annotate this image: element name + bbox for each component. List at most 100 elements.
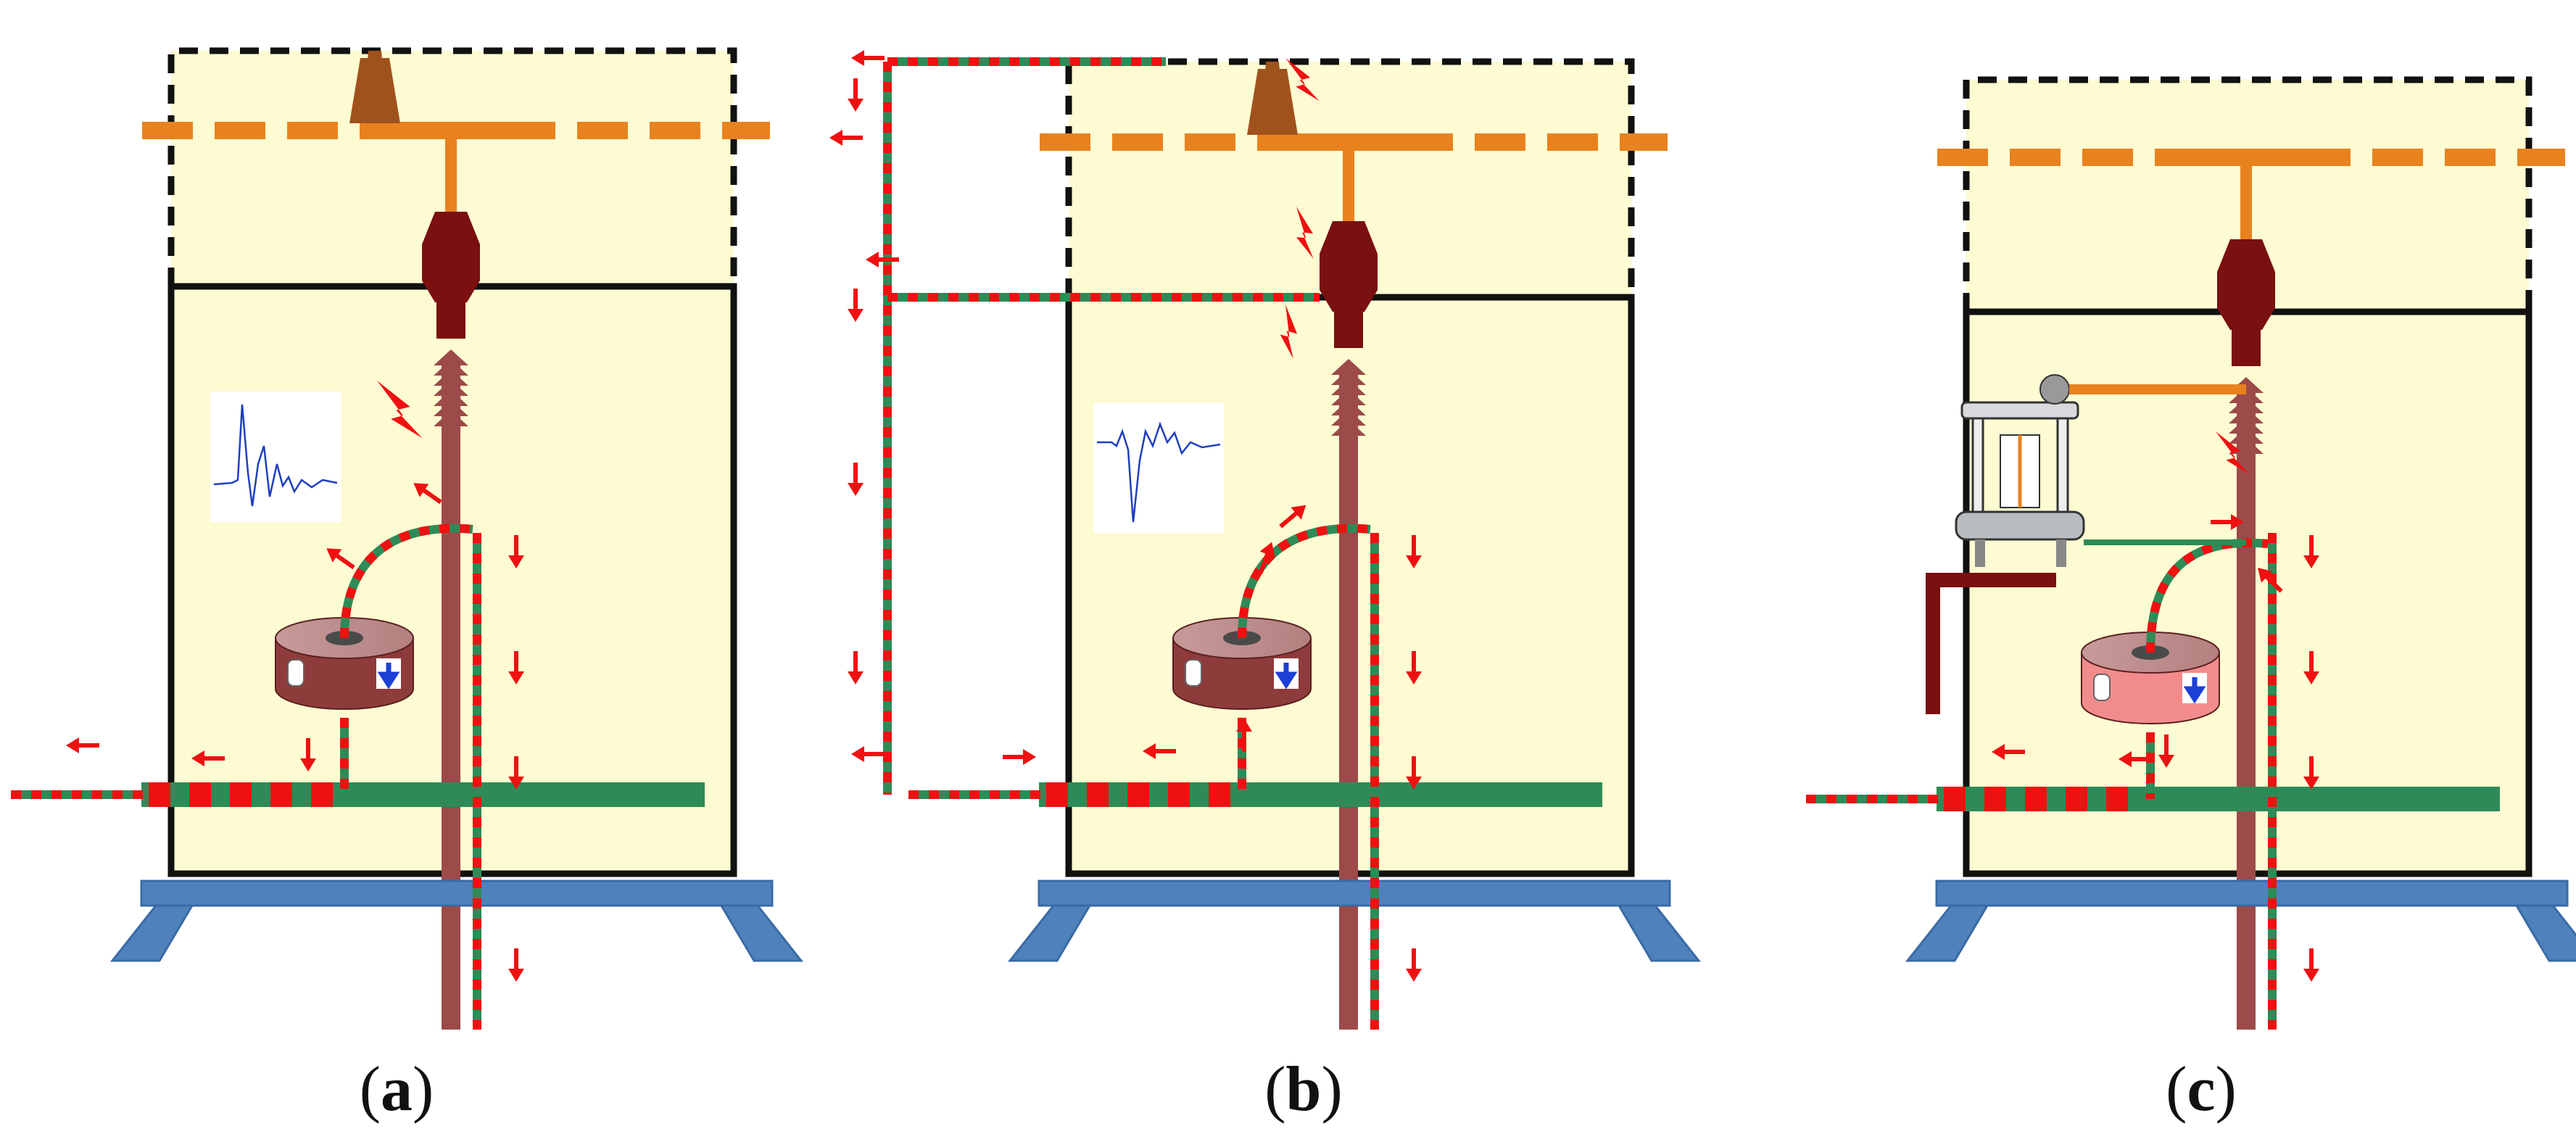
down-arrow-icon <box>2183 677 2206 704</box>
rig-shelf <box>1926 573 2056 587</box>
bushing-neck <box>1334 308 1363 348</box>
sensor-connector <box>2093 674 2111 701</box>
bushing <box>1320 134 1378 348</box>
current-arrow-icon <box>866 252 899 268</box>
current-arrow-icon <box>848 289 864 322</box>
ground-current-marker <box>1944 787 1966 811</box>
upper-compartment-border <box>1065 58 1635 297</box>
current-arrow-icon <box>1406 948 1422 982</box>
ground-current-marker <box>311 782 333 807</box>
current-arrow-icon <box>851 50 885 66</box>
rig-base <box>1955 510 2085 541</box>
insulator-stem <box>442 364 460 957</box>
caption-c-letter: c <box>2187 1054 2216 1125</box>
caption-a-close: ) <box>413 1054 434 1125</box>
base-plate <box>1935 880 2569 907</box>
panel-c <box>1806 76 2576 1030</box>
caption-c-close: ) <box>2215 1054 2237 1125</box>
calibrator-rig-icon <box>1926 374 2246 714</box>
base-leg-right <box>1617 904 1702 962</box>
current-arrow-icon <box>66 737 99 753</box>
pd-waveform <box>1093 402 1224 533</box>
ground-current-marker <box>230 782 252 807</box>
rig-column-right <box>2056 417 2069 521</box>
rig-column-left <box>1971 417 1984 521</box>
base-stand <box>1007 880 1702 962</box>
top-insulator-body <box>349 58 400 123</box>
down-arrow-icon <box>1275 663 1298 690</box>
ground-current-marker <box>1046 782 1068 807</box>
current-arrow-icon <box>2303 948 2319 982</box>
current-arrow-icon <box>848 651 864 684</box>
bushing-riser <box>1343 134 1354 221</box>
bushing-neck <box>436 299 465 339</box>
caption-a-letter: a <box>381 1054 413 1125</box>
caption-b-open: ( <box>1264 1054 1286 1125</box>
sensor-connector <box>287 659 305 687</box>
insulator-stack <box>1331 359 1366 957</box>
base-leg-right <box>719 904 804 962</box>
stem-tail <box>442 906 460 1030</box>
waveform-trace <box>213 404 338 507</box>
bushing <box>422 125 480 339</box>
base-plate <box>140 880 774 907</box>
stem-tail <box>1339 906 1358 1030</box>
stem-tail <box>2237 906 2256 1030</box>
ground-current-marker <box>2066 787 2087 811</box>
bushing-head <box>1320 221 1378 312</box>
caption-a: (a) <box>324 1053 469 1126</box>
ground-current-marker <box>189 782 211 807</box>
caption-b-close: ) <box>1321 1054 1343 1125</box>
rig-foot-right <box>2056 539 2066 567</box>
bushing-head <box>422 212 480 302</box>
base-stand <box>109 880 804 962</box>
base-stand <box>1905 880 2576 962</box>
rig-ball-electrode <box>2039 374 2070 405</box>
bushing-riser <box>2240 152 2252 239</box>
current-arrow-icon <box>848 463 864 496</box>
top-insulator-body <box>1247 69 1298 135</box>
base-leg-left <box>1007 904 1092 962</box>
sensor-lead <box>340 523 473 639</box>
upper-compartment-border <box>167 47 737 286</box>
caption-b-letter: b <box>1285 1054 1322 1125</box>
ground-current-marker <box>2106 787 2128 811</box>
sensor-connector <box>1185 659 1202 687</box>
ground-current-marker <box>1168 782 1190 807</box>
waveform-trace <box>1097 421 1221 523</box>
base-leg-right <box>2514 904 2576 962</box>
panel-b <box>829 50 1702 1030</box>
bushing <box>2217 152 2275 366</box>
base-leg-left <box>109 904 194 962</box>
bushing-head <box>2217 239 2275 330</box>
insulator-rib <box>1331 359 1366 375</box>
ground-current-marker <box>1127 782 1149 807</box>
rig-top-plate <box>1960 401 2079 420</box>
current-arrow-icon <box>1003 749 1036 765</box>
bushing-riser <box>445 125 457 212</box>
current-arrow-icon <box>508 948 524 982</box>
rig-post <box>1926 573 1940 714</box>
base-plate <box>1038 880 1671 907</box>
panel-a <box>11 47 804 1030</box>
sensor-lead <box>1238 523 1371 639</box>
ground-current-marker <box>270 782 292 807</box>
caption-a-open: ( <box>359 1054 381 1125</box>
waveform-frame <box>210 392 341 522</box>
ground-current-marker <box>1984 787 2006 811</box>
caption-c: (c) <box>2129 1053 2274 1126</box>
insulator-rib <box>434 349 468 365</box>
current-arrow-icon <box>851 746 885 762</box>
ground-current-marker <box>1087 782 1109 807</box>
caption-b: (b) <box>1231 1053 1376 1126</box>
pd-waveform <box>210 392 341 522</box>
current-arrow-icon <box>848 78 864 112</box>
base-leg-left <box>1905 904 1989 962</box>
down-arrow-icon <box>377 663 400 690</box>
insulator-stack <box>2229 377 2264 957</box>
current-arrow-icon <box>829 130 863 146</box>
rig-foot-left <box>1975 539 1985 567</box>
insulator-stem <box>1339 373 1358 957</box>
ground-current-marker <box>1209 782 1230 807</box>
